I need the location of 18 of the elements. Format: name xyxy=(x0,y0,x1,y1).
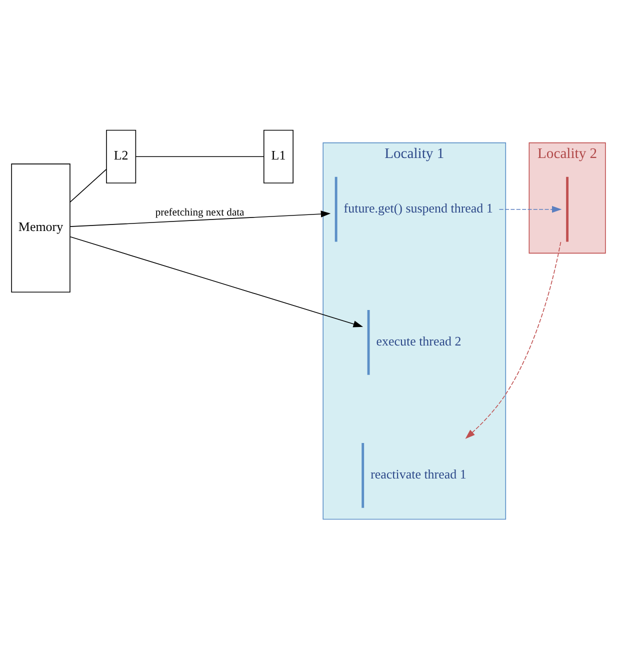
node-box: Memory xyxy=(11,164,70,292)
node-line xyxy=(566,176,569,242)
node-line xyxy=(362,443,364,508)
cluster: Locality 2 xyxy=(528,142,606,254)
node-box: L2 xyxy=(106,130,136,184)
node-line xyxy=(367,310,370,375)
node-label: execute thread 2 xyxy=(376,333,462,348)
arrow xyxy=(70,210,331,227)
connector xyxy=(135,156,264,158)
arrow xyxy=(498,206,562,213)
node-box: L1 xyxy=(263,130,294,184)
node-label: future.get() suspend thread 1 xyxy=(344,200,493,216)
edge-label: prefetching next data xyxy=(155,207,244,218)
arrow xyxy=(465,242,562,439)
arrow xyxy=(70,236,364,328)
node-label: reactivate thread 1 xyxy=(370,466,466,482)
node-line xyxy=(334,176,338,242)
connector xyxy=(70,168,107,203)
